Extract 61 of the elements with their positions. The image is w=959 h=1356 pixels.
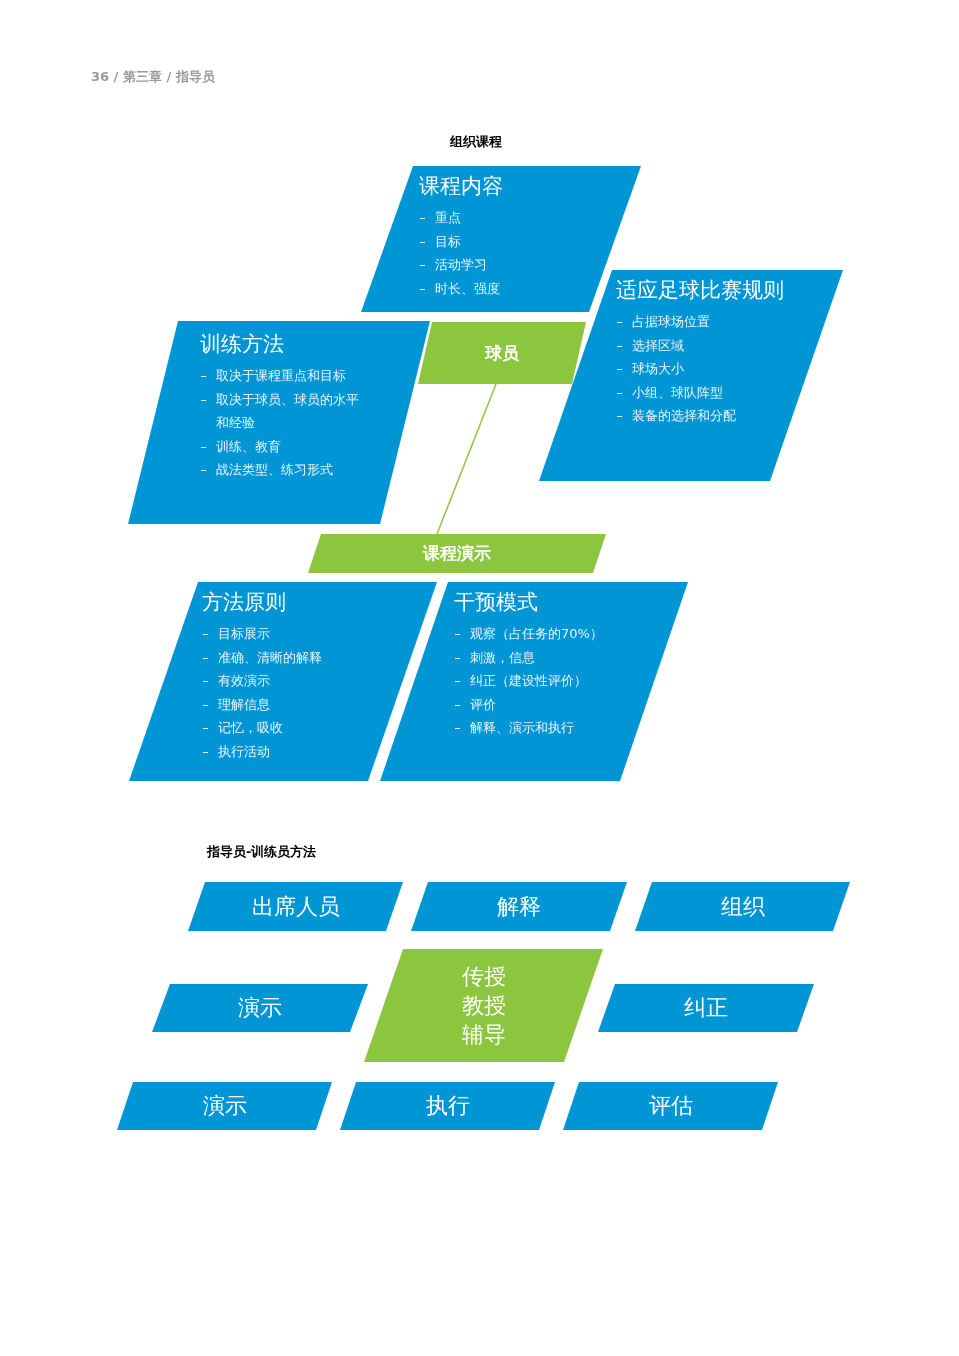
list-item-text: 训练、教育 — [216, 438, 281, 454]
list-item-text: 战法类型、练习形式 — [216, 462, 333, 477]
box-heading: 课程内容 — [419, 173, 504, 200]
section-heading: 组织课程 — [450, 133, 502, 151]
box-heading: 适应足球比赛规则 — [616, 277, 785, 304]
list-item-text: 记忆，吸收 — [218, 720, 283, 735]
list-item-text: 评价 — [470, 696, 496, 712]
list-item-text: 观察（占任务的70%） — [470, 626, 603, 641]
list-item-text: 准确、清晰的解释 — [218, 649, 322, 665]
box-label: 演示 — [202, 1092, 247, 1121]
list-item-text: 理解信息 — [218, 696, 270, 712]
parallelogram-box — [308, 534, 606, 573]
box-label: 球员 — [485, 341, 519, 365]
box-label: 教授 — [461, 991, 506, 1020]
list-item-text: 活动学习 — [435, 257, 487, 272]
box-label: 传授 — [461, 962, 506, 991]
list-item-text: 取决于球员、球员的水平和经验 — [216, 391, 359, 430]
list-item-text: 小组、球队阵型 — [632, 384, 723, 400]
list-item-text: 重点 — [435, 210, 461, 225]
box-label: 纠正 — [684, 994, 728, 1023]
list-item-text: 时长、强度 — [435, 280, 500, 296]
parallelogram-box — [364, 949, 603, 1062]
page-header: 36 / 第三章 / 指导员 — [91, 68, 215, 86]
parallelogram-box — [598, 984, 814, 1032]
list-item-text: 球场大小 — [632, 361, 684, 376]
parallelogram-box — [340, 1082, 555, 1130]
list-item-text: 目标展示 — [218, 626, 270, 641]
box-label: 解释 — [497, 892, 541, 921]
parallelogram-box — [635, 882, 850, 931]
box-label: 组织 — [720, 892, 765, 921]
parallelogram-box — [563, 1082, 778, 1130]
parallelogram-box — [152, 984, 368, 1032]
parallelogram-box — [128, 321, 430, 524]
list-item-text: 选择区域 — [632, 337, 684, 353]
list-item-text: 有效演示 — [218, 673, 270, 688]
list-item-text: 纠正（建设性评价） — [470, 673, 587, 688]
parallelogram-box — [418, 322, 586, 384]
parallelogram-box — [539, 270, 843, 481]
box-label: 演示 — [238, 994, 282, 1023]
box-label: 辅导 — [461, 1021, 506, 1049]
box-label: 出席人员 — [251, 892, 340, 921]
section-heading: 指导员-训练员方法 — [207, 843, 317, 861]
list-item-text: 占据球场位置 — [632, 314, 710, 329]
list-item-text: 目标 — [435, 233, 461, 249]
box-heading: 训练方法 — [200, 331, 285, 358]
parallelogram-box — [117, 1082, 332, 1130]
list-item-text: 解释、演示和执行 — [470, 720, 574, 735]
box-heading: 干预模式 — [454, 589, 539, 616]
box-label: 课程演示 — [423, 542, 491, 565]
list-item-text: 装备的选择和分配 — [632, 408, 736, 423]
box-label: 执行 — [425, 1092, 470, 1121]
parallelogram-box — [411, 882, 627, 931]
box-heading: 方法原则 — [202, 589, 287, 616]
parallelogram-box — [188, 882, 403, 931]
parallelogram-box — [380, 582, 688, 781]
connector-line — [436, 383, 497, 535]
list-item-text: 刺激，信息 — [470, 649, 535, 665]
box-label: 评估 — [648, 1092, 693, 1121]
parallelogram-box — [129, 582, 437, 781]
list-item-text: 执行活动 — [218, 743, 270, 759]
list-item-text: 取决于课程重点和目标 — [216, 368, 346, 383]
